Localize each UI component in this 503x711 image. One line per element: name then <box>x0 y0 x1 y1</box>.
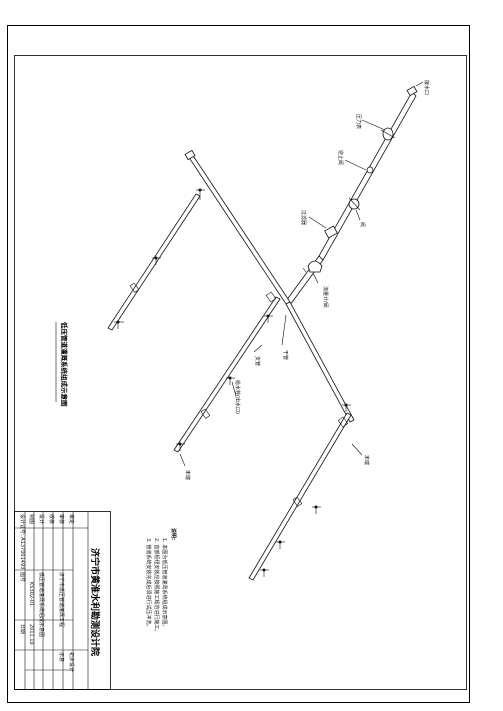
tb-scale: 示意 <box>58 652 65 662</box>
outlets <box>114 188 351 577</box>
tb-drawing-name: 低压管道灌溉系统组成示意图 <box>38 572 45 637</box>
label-branch-pipe: 支管 <box>254 356 261 366</box>
drawing-title: 低压管道灌溉系统组成示意图 <box>60 321 69 407</box>
head-equipment <box>302 127 396 273</box>
organization-name: 济宁市黄淮水利勘测设计院 <box>89 548 101 656</box>
notes-item-3: 3. 管道系统安装完成后须进行试压冲洗。 <box>145 538 152 629</box>
label-end-1: 末端 <box>184 470 191 480</box>
tb-reviewed: 审核 <box>58 514 65 524</box>
notes-heading: 说明: <box>170 528 177 540</box>
tb-drawn: 制图 <box>28 514 35 524</box>
label-main-pipe: 干管 <box>282 350 289 360</box>
tb-approved: 审定 <box>68 514 75 524</box>
leader-lines <box>179 81 424 467</box>
label-pressure-gauge: 压力表 <box>355 114 362 129</box>
callout-labels: 接水口 压力表 逆止阀 阀 过滤器 流量计/阀 干管 支管 给水栓(出水口) 末… <box>184 80 430 480</box>
tb-date: 2011.10 <box>28 624 34 645</box>
label-check-valve: 逆止阀 <box>337 150 344 165</box>
tb-drawing-no: KS302-01 <box>28 582 34 606</box>
label-flow-meter: 流量计/阀 <box>322 286 329 308</box>
tb-project: 济宁市低压管道灌溉工程 <box>58 572 65 627</box>
outer-frame <box>7 25 470 703</box>
tb-checked: 校核 <box>48 514 55 524</box>
label-end-2: 末端 <box>363 455 370 465</box>
label-valve: 阀 <box>359 222 366 227</box>
tb-stage: 初步设计 <box>68 652 75 672</box>
tb-drawing-no-label: 图号 <box>19 572 25 582</box>
tb-designed: 设计 <box>38 514 45 524</box>
title-block: 设计证号: A137001493 制图 设计 校核 审核 审定 图号 KS302… <box>14 511 111 690</box>
notes-item-2: 2. 首部枢纽安装应按照施工规范进行施工。 <box>153 538 160 634</box>
pipe-network <box>107 85 418 581</box>
label-water-source: 接水口 <box>423 80 430 95</box>
tb-cert: 设计证号: A137001493 <box>19 514 26 569</box>
inner-frame <box>14 55 467 690</box>
notes-item-1: 1. 本图为低压管道灌溉系统组成示意图。 <box>161 538 168 629</box>
tb-date-label: 日期 <box>19 624 25 634</box>
notes-block: 说明: 1. 本图为低压管道灌溉系统组成示意图。 2. 首部枢纽安装应按照施工规… <box>145 528 177 634</box>
label-outlet: 给水栓(出水口) <box>234 380 241 414</box>
label-filter: 过滤器 <box>300 210 307 225</box>
